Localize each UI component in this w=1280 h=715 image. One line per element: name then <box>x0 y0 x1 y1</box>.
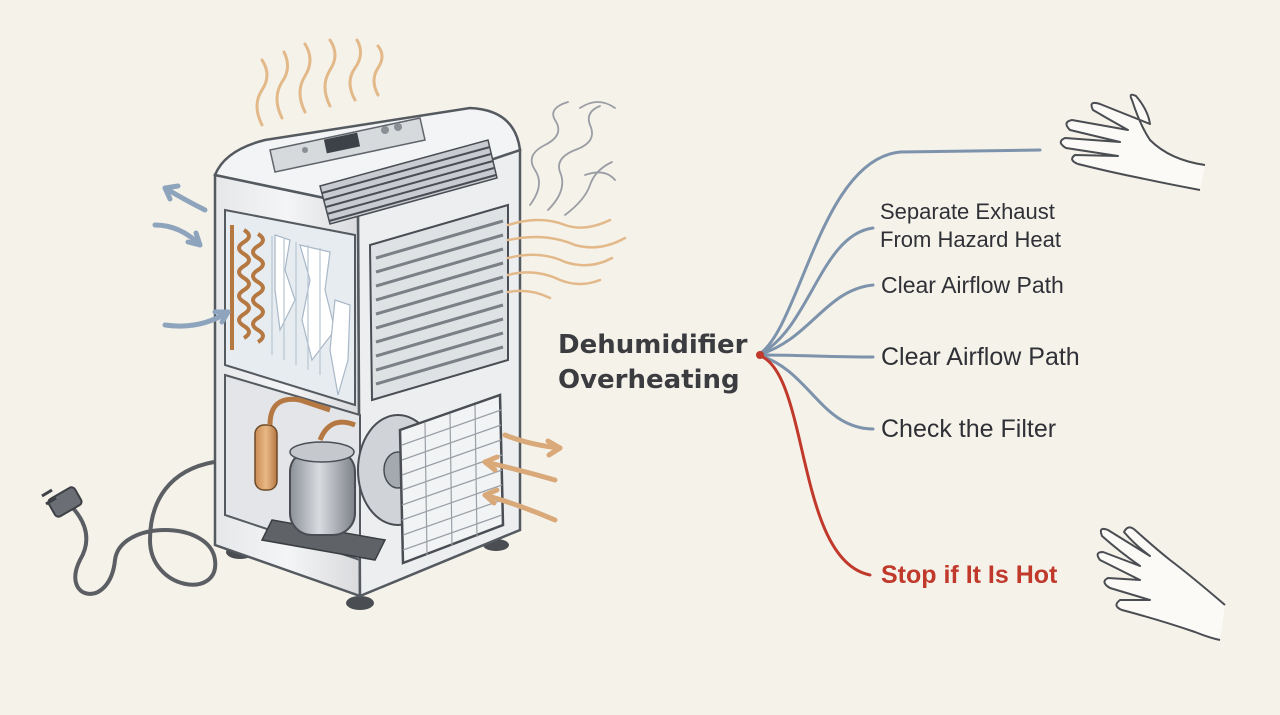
branch-line-2 <box>756 226 875 357</box>
branch-label-check-filter: Check the Filter <box>881 415 1057 443</box>
compressor <box>260 441 387 561</box>
filter-airflow-arrows <box>482 432 563 523</box>
hand-icon <box>1096 526 1226 641</box>
steam-plume <box>529 101 616 216</box>
title-line-1: Dehumidifier <box>558 330 748 360</box>
exhaust-airflow <box>506 218 627 300</box>
branch-label-1-line-1: Separate Exhaust <box>880 199 1055 224</box>
branch-label-1-line-2: From Hazard Heat <box>880 227 1061 252</box>
diagram-title: Dehumidifier Overheating <box>558 328 748 398</box>
branch-line-warning <box>756 353 872 577</box>
power-plug-icon <box>41 486 83 518</box>
branch-label-separate-exhaust: Separate Exhaust From Hazard Heat <box>880 198 1061 254</box>
hand-icon <box>1059 93 1206 191</box>
branch-line-5 <box>756 353 875 431</box>
branch-connectors <box>756 148 1042 577</box>
dehumidifier-icon <box>213 106 522 610</box>
branch-label-stop-if-hot: Stop if It Is Hot <box>881 561 1058 589</box>
branch-line-1 <box>756 148 1042 357</box>
branch-label-clear-airflow-2: Clear Airflow Path <box>881 343 1080 371</box>
hub-node <box>756 351 764 359</box>
branch-line-4 <box>756 353 875 359</box>
title-line-2: Overheating <box>558 365 740 395</box>
evaporator-coil <box>230 225 265 350</box>
filter-panel <box>398 393 505 565</box>
intake-arrows <box>152 183 231 329</box>
branch-label-clear-airflow-1: Clear Airflow Path <box>881 272 1064 298</box>
branch-line-3 <box>756 283 875 357</box>
power-cord <box>41 460 218 596</box>
heat-waves <box>255 38 384 127</box>
